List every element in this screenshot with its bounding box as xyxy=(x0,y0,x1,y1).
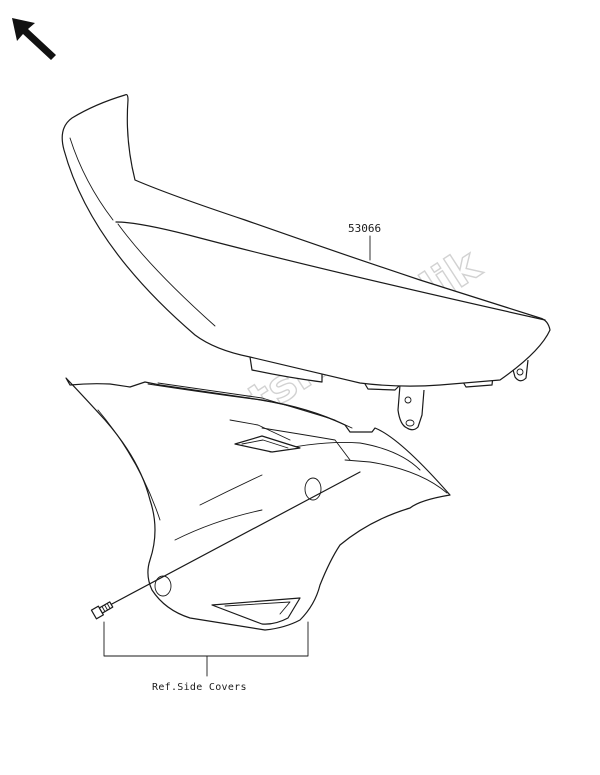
reference-label[interactable]: Ref.Side Covers xyxy=(152,682,247,693)
bolt-icon xyxy=(90,471,361,620)
arrow-up-left-icon xyxy=(12,18,56,60)
part-number-53066[interactable]: 53066 xyxy=(348,222,381,235)
side-cover-part xyxy=(65,377,451,631)
reference-bracket xyxy=(103,621,309,677)
seat-part[interactable] xyxy=(61,93,551,431)
